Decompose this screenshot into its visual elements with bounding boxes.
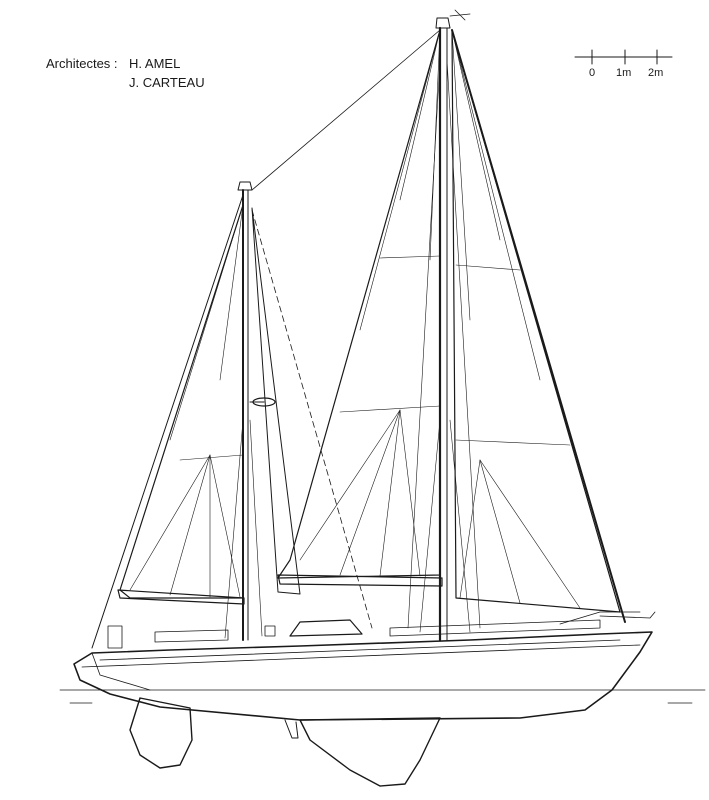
main-sail-seams: [299, 29, 441, 577]
architect-name-2: J. CARTEAU: [129, 75, 205, 90]
rigging: [91, 29, 626, 649]
rudder: [129, 697, 193, 769]
mizzen-sail-seams: [129, 204, 244, 598]
keel: [299, 717, 441, 787]
main-sail: [277, 29, 441, 579]
genoa-sail-seams: [451, 29, 581, 609]
architects-credit: Architectes : H. AMEL J. CARTEAU: [46, 54, 205, 92]
scale-tick-1m: 1m: [616, 67, 631, 79]
scale-bar: [574, 49, 673, 65]
architect-name-1: H. AMEL: [129, 56, 181, 71]
architects-label: Architectes :: [46, 56, 118, 71]
hull: [73, 631, 653, 721]
scale-tick-2m: 2m: [648, 67, 663, 79]
deckhouse: [289, 619, 363, 637]
scale-tick-0: 0: [589, 67, 595, 79]
